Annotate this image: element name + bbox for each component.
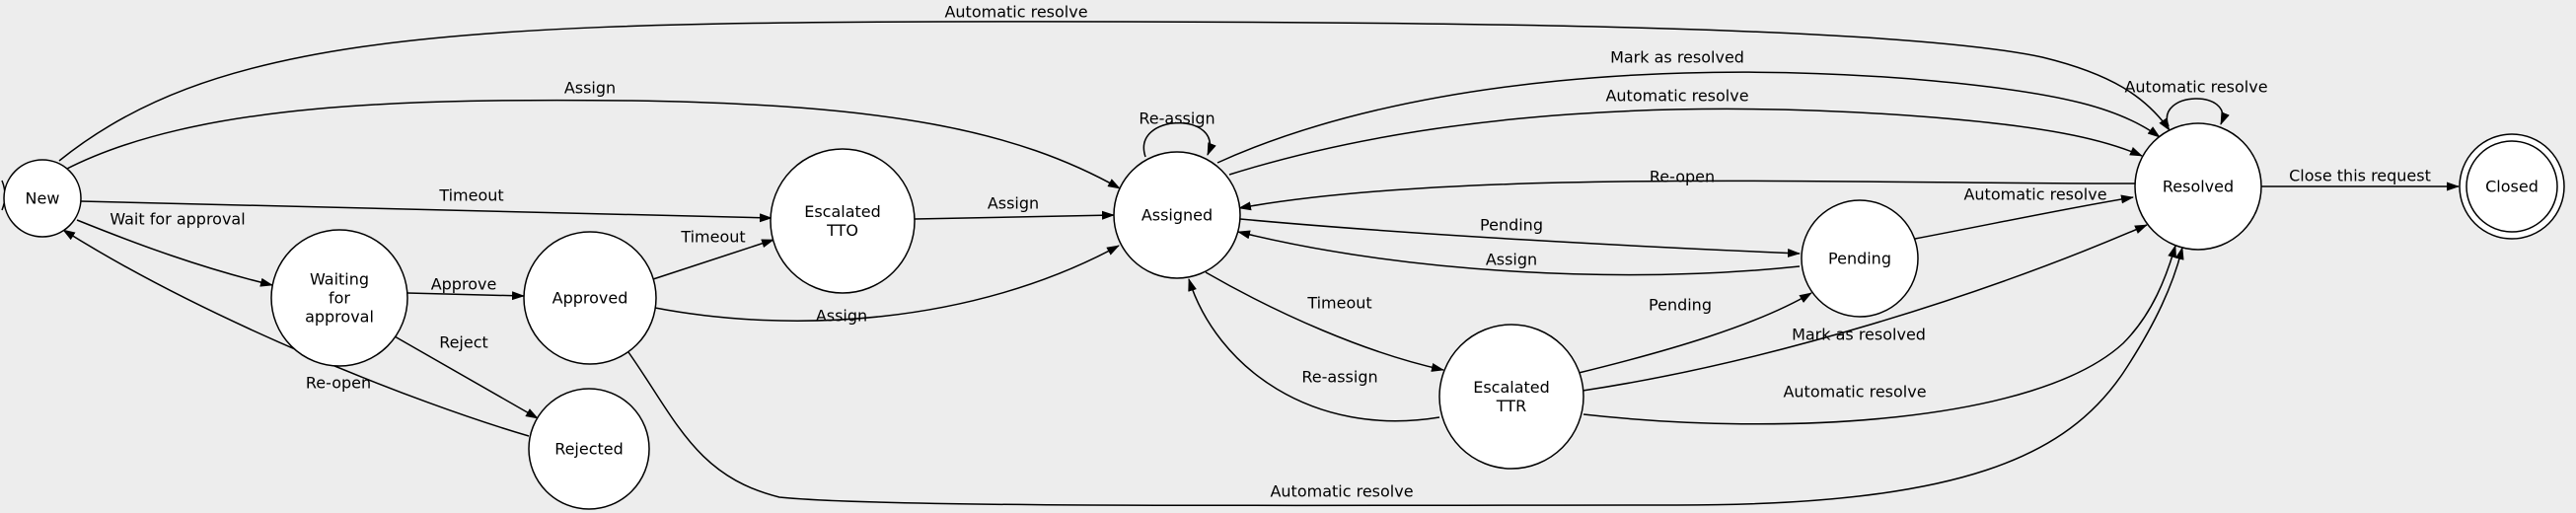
transition-ttr-resolved-mark-as-resolved	[1582, 224, 2148, 392]
state-circle-approved	[523, 231, 657, 365]
state-node-pending: Pending	[1801, 199, 1919, 318]
state-node-rejected: Rejected	[528, 388, 650, 510]
transition-new-assigned-assign	[64, 99, 1121, 189]
transition-waiting-rejected-reject	[394, 335, 539, 419]
transition-label-approved-tto-timeout: Timeout	[680, 228, 745, 247]
transition-resolved-resolved-automatic-resolve	[2166, 98, 2230, 127]
transition-assigned-assigned-reassign	[1142, 121, 1216, 158]
transition-label-ttr-resolved-mark-as-resolved: Mark as resolved	[1792, 326, 1926, 344]
state-node-assigned: Assigned	[1113, 151, 1241, 279]
transition-label-assigned-resolved-automatic-resolve: Automatic resolve	[1605, 87, 1748, 106]
transition-assigned-pending-pending	[1239, 218, 1801, 257]
state-label-assigned: Assigned	[1141, 206, 1213, 225]
state-circle-new	[3, 159, 82, 238]
state-circle-waiting-for-approval	[270, 229, 408, 367]
state-label-resolved: Resolved	[2163, 178, 2234, 196]
transition-assigned-resolved-mark-as-resolved	[1216, 71, 2161, 164]
transition-label-approved-resolved-automatic-resolve: Automatic resolve	[1270, 482, 1413, 501]
state-node-approved: Approved	[523, 231, 657, 365]
transition-approved-tto-timeout	[652, 239, 774, 280]
transition-label-ttr-resolved-automatic-resolve: Automatic resolve	[1783, 383, 1926, 402]
transition-ttr-pending-pending	[1578, 292, 1812, 374]
state-circle-escalated-ttr	[1438, 324, 1584, 470]
transition-label-new-assigned-assign: Assign	[564, 79, 616, 98]
transition-waiting-approved-approve	[406, 291, 525, 301]
state-label-closed: Closed	[2485, 178, 2539, 196]
transition-pending-assigned-assign	[1237, 230, 1801, 276]
transition-label-new-waiting-wait-for-approval: Wait for approval	[110, 210, 245, 229]
transition-label-resolved-resolved-automatic-resolve: Automatic resolve	[2124, 78, 2267, 97]
state-circle-assigned	[1113, 151, 1241, 279]
transition-label-resolved-assigned-reopen: Re-open	[1650, 168, 1715, 186]
state-node-closed: Closed	[2459, 133, 2565, 240]
transition-label-resolved-closed-close-this-request: Close this request	[2289, 167, 2431, 185]
transition-label-assigned-ttr-timeout: Timeout	[1306, 294, 1371, 313]
state-node-new: New	[3, 159, 82, 238]
state-circle-escalated-tto	[770, 148, 916, 294]
transition-new-waiting-wait-for-approval	[76, 219, 273, 287]
transition-label-pending-assigned-assign: Assign	[1486, 251, 1537, 269]
transition-label-waiting-approved-approve: Approve	[431, 275, 497, 294]
transition-label-tto-assigned-assign: Assign	[988, 194, 1039, 213]
state-circle-rejected	[528, 388, 650, 510]
transition-label-assigned-assigned-reassign: Re-assign	[1139, 110, 1214, 128]
transition-assigned-resolved-automatic-resolve	[1228, 108, 2143, 176]
state-circle-resolved	[2134, 122, 2262, 251]
transition-ttr-assigned-reassign	[1188, 278, 1440, 422]
transition-approved-assigned-assign	[654, 245, 1120, 322]
transition-label-rejected-new-reopen: Re-open	[306, 374, 371, 393]
transition-label-waiting-rejected-reject: Reject	[439, 333, 488, 352]
transition-label-assigned-pending-pending: Pending	[1480, 216, 1543, 235]
transition-assigned-ttr-timeout	[1205, 271, 1444, 372]
state-label-rejected: Rejected	[554, 440, 624, 459]
transition-label-ttr-pending-pending: Pending	[1649, 296, 1712, 315]
state-label-approved: Approved	[552, 289, 628, 308]
transition-resolved-assigned-reopen	[1238, 180, 2136, 211]
transition-tto-assigned-assign	[914, 210, 1115, 220]
transition-label-ttr-assigned-reassign: Re-assign	[1301, 368, 1377, 387]
transition-pending-resolved-automatic-resolve	[1914, 194, 2134, 240]
transition-label-pending-resolved-automatic-resolve: Automatic resolve	[1963, 185, 2106, 204]
transition-label-new-resolved-automatic-resolve: Automatic resolve	[944, 3, 1087, 22]
transition-approved-resolved-automatic-resolve	[627, 247, 2184, 507]
transition-ttr-resolved-automatic-resolve	[1582, 245, 2176, 425]
state-inner-circle-closed	[2466, 140, 2558, 233]
transition-label-new-tto-timeout: Timeout	[438, 186, 503, 205]
state-node-resolved: Resolved	[2134, 122, 2262, 251]
state-label-new: New	[26, 189, 60, 208]
state-label-pending: Pending	[1828, 250, 1891, 268]
state-circle-pending	[1801, 199, 1919, 318]
edges-layer	[1, 21, 2460, 507]
transition-new-resolved-automatic-resolve	[58, 21, 2171, 162]
transition-label-approved-assigned-assign: Assign	[816, 307, 867, 326]
transition-label-assigned-resolved-mark-as-resolved: Mark as resolved	[1610, 48, 1744, 67]
